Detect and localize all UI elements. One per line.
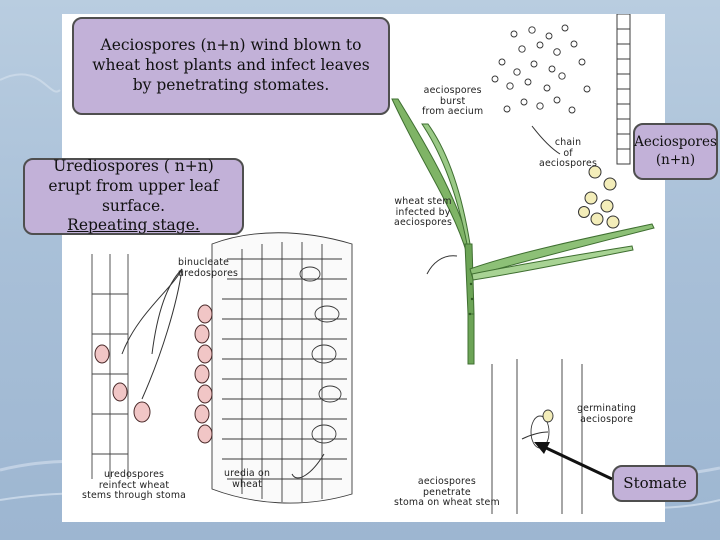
label-chain-of-aeciospores: chain of aeciospores <box>539 137 598 170</box>
callout-aeciospores-small-text: Aeciospores (n+n) <box>634 134 717 168</box>
callout-urediospores: Urediospores ( n+n) erupt from upper lea… <box>23 156 244 235</box>
uredospores <box>94 304 213 444</box>
wheat-plant <box>391 98 655 365</box>
label-aeciospores-penetrate: aeciospores penetrate stoma on wheat ste… <box>394 476 500 509</box>
callout-repeating-stage: Repeating stage. <box>67 216 200 235</box>
label-binucleate-uredospores: binucleate uredospores <box>178 257 239 279</box>
leaf-cross-section <box>211 232 353 504</box>
label-wheat-stem-infected: wheat stem infected by aeciospores <box>394 196 453 229</box>
stoma-section <box>491 359 583 514</box>
callout-aeciospores-small: Aeciospores (n+n) <box>633 123 718 180</box>
callout-aeciospores-wind-text: Aeciospores (n+n) wind blown to wheat ho… <box>92 36 370 94</box>
stomate-arrow <box>534 442 613 481</box>
epidermis-strip <box>91 254 129 479</box>
callout-stomate: Stomate <box>612 465 698 502</box>
aecial-chain <box>616 14 631 165</box>
label-germinating-aeciospore: germinating aeciospore <box>577 403 637 425</box>
callout-urediospores-text: Urediospores ( n+n) erupt from upper lea… <box>48 156 219 215</box>
scattered-spores <box>491 24 591 114</box>
callout-aeciospores-wind-blown: Aeciospores (n+n) wind blown to wheat ho… <box>72 17 390 115</box>
wheat-rust-diagram <box>91 14 655 514</box>
label-aeciospores-burst: aeciospores burst from aecium <box>422 85 484 118</box>
label-uredia-on-wheat: uredia on wheat <box>224 468 271 490</box>
label-uredospores-reinfect: uredospores reinfect wheat stems through… <box>82 469 187 502</box>
callout-stomate-text: Stomate <box>623 473 687 492</box>
aeciospore-cluster <box>578 165 620 229</box>
